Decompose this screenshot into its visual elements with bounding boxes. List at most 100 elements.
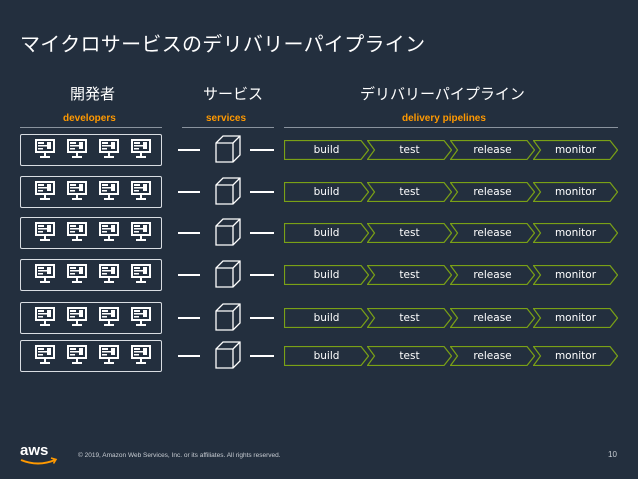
monitor-icon (35, 345, 55, 364)
pipeline-stage-build: build (284, 223, 369, 243)
connector-line (250, 317, 274, 319)
connector-line (178, 232, 200, 234)
pipeline-stage-test: test (367, 223, 452, 243)
pipeline-stage-build: build (284, 182, 369, 202)
service-cube-icon (215, 341, 241, 369)
pipeline-stage-label: monitor (554, 144, 597, 156)
services-header: サービス (203, 85, 264, 103)
pipeline-stage-test: test (367, 182, 452, 202)
monitor-icon (99, 264, 119, 283)
pipeline-stage-label: build (313, 269, 340, 281)
slide-title: マイクロサービスのデリバリーパイプライン (20, 32, 426, 56)
connector-line (178, 149, 200, 151)
pipeline-stage-monitor: monitor (533, 346, 618, 366)
pipeline-stage-monitor: monitor (533, 140, 618, 160)
pipeline-stage-label: release (473, 350, 512, 362)
pipeline-stage-build: build (284, 346, 369, 366)
copyright-text: © 2019, Amazon Web Services, Inc. or its… (78, 452, 281, 459)
pipelines-divider (284, 127, 618, 128)
monitor-icon (131, 264, 151, 283)
developer-team-box (20, 259, 162, 291)
aws-logo: aws (20, 442, 58, 465)
monitor-icon (99, 345, 119, 364)
pipeline-stage-label: build (313, 186, 340, 198)
monitor-icon (35, 139, 55, 158)
aws-logo-text: aws (20, 442, 48, 459)
monitor-icon (99, 307, 119, 326)
developer-team-box (20, 302, 162, 334)
monitor-icon (131, 181, 151, 200)
connector-line (250, 274, 274, 276)
pipeline-stage-release: release (450, 346, 535, 366)
service-cube-icon (215, 260, 241, 288)
connector-line (250, 355, 274, 357)
monitor-icon (67, 139, 87, 158)
pipeline-stage-label: build (313, 312, 340, 324)
pipeline-stage-label: release (473, 186, 512, 198)
monitor-icon (35, 222, 55, 241)
monitor-icon (131, 139, 151, 158)
pipeline-stage-label: release (473, 227, 512, 239)
pipeline-stage-label: test (399, 269, 420, 281)
services-label: services (206, 113, 247, 124)
monitor-icon (67, 181, 87, 200)
pipeline-stage-release: release (450, 140, 535, 160)
connector-line (178, 355, 200, 357)
developer-team-box (20, 217, 162, 249)
monitor-icon (99, 222, 119, 241)
pipeline-stage-label: monitor (554, 269, 597, 281)
monitor-icon (35, 181, 55, 200)
pipelines-header: デリバリーパイプライン (360, 85, 525, 103)
service-cube-icon (215, 135, 241, 163)
pipeline-stage-label: monitor (554, 312, 597, 324)
pipeline-stage-release: release (450, 223, 535, 243)
pipeline-stage-label: build (313, 144, 340, 156)
pipeline-stage-label: release (473, 269, 512, 281)
monitor-icon (99, 139, 119, 158)
pipeline-stage-build: build (284, 140, 369, 160)
pipeline-stage-label: monitor (554, 227, 597, 239)
monitor-icon (67, 307, 87, 326)
pipeline-stage-build: build (284, 308, 369, 328)
connector-line (178, 191, 200, 193)
pipeline-stage-label: monitor (554, 350, 597, 362)
services-divider (182, 127, 274, 128)
connector-line (178, 274, 200, 276)
pipelines-label: delivery pipelines (402, 113, 486, 124)
monitor-icon (35, 307, 55, 326)
monitor-icon (67, 264, 87, 283)
monitor-icon (67, 345, 87, 364)
pipeline-stage-label: build (313, 227, 340, 239)
monitor-icon (131, 307, 151, 326)
pipeline-stage-test: test (367, 346, 452, 366)
developer-team-box (20, 340, 162, 372)
connector-line (250, 149, 274, 151)
page-number: 10 (608, 450, 617, 459)
monitor-icon (131, 345, 151, 364)
pipeline-stage-monitor: monitor (533, 223, 618, 243)
pipeline-stage-label: monitor (554, 186, 597, 198)
pipeline-stage-release: release (450, 182, 535, 202)
developers-label: developers (63, 113, 116, 124)
pipeline-stage-label: test (399, 312, 420, 324)
service-cube-icon (215, 303, 241, 331)
pipeline-stage-label: release (473, 312, 512, 324)
pipeline-stage-build: build (284, 265, 369, 285)
service-cube-icon (215, 177, 241, 205)
pipeline-stage-label: build (313, 350, 340, 362)
developers-divider (20, 127, 162, 128)
monitor-icon (131, 222, 151, 241)
monitor-icon (67, 222, 87, 241)
monitor-icon (35, 264, 55, 283)
pipeline-stage-test: test (367, 265, 452, 285)
pipeline-stage-monitor: monitor (533, 182, 618, 202)
service-cube-icon (215, 218, 241, 246)
pipeline-stage-release: release (450, 308, 535, 328)
pipeline-stage-monitor: monitor (533, 308, 618, 328)
pipeline-stage-label: test (399, 186, 420, 198)
pipeline-stage-release: release (450, 265, 535, 285)
developers-header: 開発者 (70, 85, 116, 103)
developer-team-box (20, 176, 162, 208)
connector-line (178, 317, 200, 319)
pipeline-stage-test: test (367, 140, 452, 160)
